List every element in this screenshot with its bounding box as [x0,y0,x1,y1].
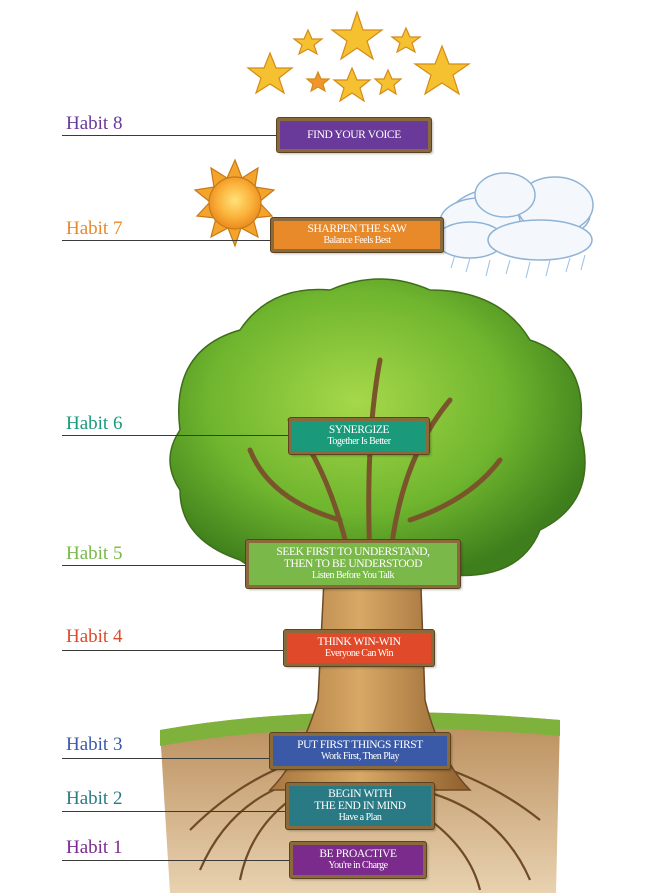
sign-title: SYNERGIZE [328,424,390,436]
habit-label-5: Habit 5 [66,543,123,564]
leader-line-habit-6 [62,435,292,436]
leader-line-habit-1 [62,860,292,861]
sun-icon [193,158,276,248]
sign-title: PUT FIRST THINGS FIRST [297,739,423,751]
leader-line-habit-3 [62,758,272,759]
cloud-icon [435,172,594,261]
leader-line-habit-4 [62,650,286,651]
sign-title: FIND YOUR VOICE [307,129,401,141]
star-icon [246,51,294,95]
habit-label-6: Habit 6 [66,413,123,434]
sign-title-line-2: THEN TO BE UNDERSTOOD [283,558,423,570]
rain-icon [450,254,586,279]
sign-subtitle: Balance Feels Best [323,235,391,246]
habit-label-2: Habit 2 [66,788,123,809]
sign-title: SEEK FIRST TO UNDERSTAND, [276,546,430,558]
leader-line-habit-7 [62,240,274,241]
sign-habit-6: SYNERGIZE Together Is Better [289,418,429,454]
sign-habit-5: SEEK FIRST TO UNDERSTAND, THEN TO BE UND… [246,540,460,588]
sign-subtitle: Work First, Then Play [321,751,399,762]
habit-label-3: Habit 3 [66,734,123,755]
star-icon [413,44,471,96]
leader-line-habit-5 [62,565,248,566]
stars-group [246,10,471,103]
sign-subtitle: Listen Before You Talk [312,570,395,581]
sign-habit-2: BEGIN WITH THE END IN MIND Have a Plan [286,783,434,829]
star-icon [292,28,324,56]
sign-habit-3: PUT FIRST THINGS FIRST Work First, Then … [270,733,450,769]
habit-label-4: Habit 4 [66,626,123,647]
star-icon [330,10,384,61]
sign-subtitle: You're in Charge [328,860,388,871]
star-icon [390,26,422,54]
sign-habit-1: BE PROACTIVE You're in Charge [290,842,426,878]
sign-subtitle: Have a Plan [338,812,382,823]
sign-title: THINK WIN-WIN [317,636,401,648]
tree-trunk [268,559,472,791]
sign-subtitle: Everyone Can Win [324,648,394,659]
habit-label-7: Habit 7 [66,218,123,239]
habit-label-1: Habit 1 [66,837,123,858]
sign-habit-8: FIND YOUR VOICE [277,118,431,152]
sign-title: BE PROACTIVE [319,848,397,860]
star-icon [305,70,331,93]
sign-habit-4: THINK WIN-WIN Everyone Can Win [284,630,434,666]
sign-title-line-2: THE END IN MIND [314,800,406,812]
sign-title: SHARPEN THE SAW [307,223,407,235]
leader-line-habit-2 [62,811,288,812]
sign-subtitle: Together Is Better [327,436,391,447]
star-icon [373,68,403,96]
star-icon [332,66,372,103]
sign-habit-7: SHARPEN THE SAW Balance Feels Best [271,218,443,252]
habit-label-8: Habit 8 [66,113,123,134]
leader-line-habit-8 [62,135,282,136]
sign-title: BEGIN WITH [328,788,392,800]
